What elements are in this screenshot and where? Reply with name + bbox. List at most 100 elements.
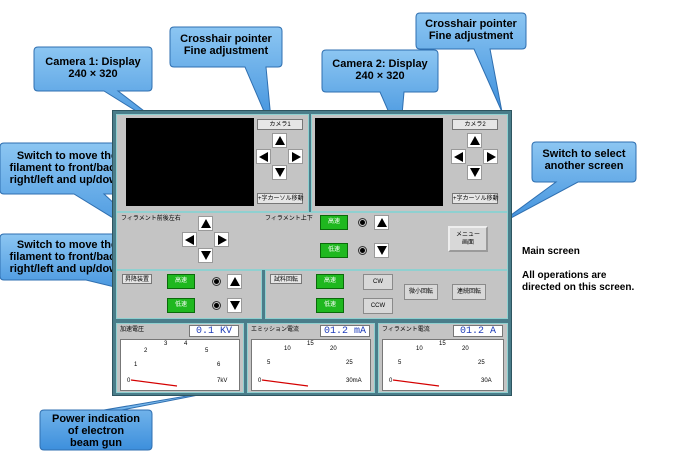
meter1-dial: 3 4 2 5 1 6 0 7kV [120, 339, 240, 391]
meter1-zero: 0 [127, 378, 131, 384]
meter3-tick: 10 [416, 346, 423, 352]
filament-slow-button[interactable]: 低速 [320, 243, 348, 258]
rotate-fast-button[interactable]: 高速 [316, 274, 344, 289]
filament-slow-indicator [358, 246, 367, 255]
callout-crosshair1-text: Crosshair pointer Fine adjustment [180, 33, 272, 57]
meter2-tick: 15 [307, 341, 314, 347]
meter2-tick: 25 [346, 360, 353, 366]
lift-fast-indicator [212, 277, 221, 286]
camera1-label: カメラ1 [257, 119, 303, 130]
rotate-cw-button[interactable]: CW [363, 274, 393, 290]
meter2-tick: 5 [267, 360, 271, 366]
micro-rotate-button[interactable]: 微小回転 [404, 284, 438, 300]
callout-power-text: Power indication of electron beam gun [51, 413, 140, 449]
meter1-tick: 6 [217, 362, 221, 368]
callout-camera2-text: Camera 2: Display 240 × 320 [332, 58, 428, 82]
camera1-display [126, 118, 254, 206]
cam1-down-button[interactable] [272, 165, 287, 180]
rotate-ccw-button[interactable]: CCW [363, 298, 393, 314]
meter-panel-3: フィラメント電流 01.2 A 15 10 20 5 25 0 30A [378, 323, 508, 393]
sample-rotation-label: 試料回転 [270, 274, 302, 284]
meter3-dial: 15 10 20 5 25 0 30A [382, 339, 504, 391]
camera2-panel: カメラ2 +字カーソル移動 [311, 114, 508, 212]
lift-slow-button[interactable]: 低速 [167, 298, 195, 313]
meter2-zero: 0 [258, 378, 262, 384]
meter2-label: エミッション電流 [251, 327, 300, 333]
cam1-left-button[interactable] [256, 149, 271, 164]
callout-power-bubble [39, 387, 235, 451]
cam2-up-button[interactable] [467, 133, 482, 148]
callout-crosshair2-text: Crosshair pointer Fine adjustment [425, 18, 517, 42]
meter3-label: フィラメント電流 [382, 327, 430, 333]
filament-fast-button[interactable]: 高速 [320, 215, 348, 230]
callout-filament2-text: Switch to move the filament to front/bac… [9, 239, 125, 275]
callout-select-screen-text: Switch to select another screen [542, 148, 626, 172]
meter2-dial: 15 10 20 5 25 0 30mA [251, 339, 371, 391]
filament-ud-label: フィラメント上下 [265, 216, 313, 222]
lift-device-panel: 昇降装置 高速 低速 [116, 270, 262, 319]
meter1-max: 7kV [217, 378, 228, 384]
meter1-value: 0.1 KV [189, 325, 239, 337]
meter2-tick: 20 [330, 346, 337, 352]
callout-camera1-text: Camera 1: Display 240 × 320 [45, 56, 141, 80]
lift-fast-dot [214, 279, 219, 284]
menu-screen-button[interactable]: メニュー 画面 [448, 226, 488, 252]
main-screen-window: カメラ1 +字カーソル移動 カメラ2 +字カーソル移動 フィラメント前後左右 フ… [112, 110, 512, 396]
filament-panel: フィラメント前後左右 フィラメント上下 高速 低速 メニュー 画面 [116, 212, 508, 270]
lift-device-label: 昇降装置 [122, 274, 152, 284]
meter3-tick: 5 [398, 360, 402, 366]
meter3-needle [392, 379, 440, 387]
lift-up-button[interactable] [227, 274, 242, 289]
cam2-right-button[interactable] [483, 149, 498, 164]
callout-crosshair1-bubble [169, 26, 283, 131]
filament-fb-lr-label: フィラメント前後左右 [121, 216, 181, 222]
filament-z-up-button[interactable] [374, 215, 389, 230]
meter2-max: 30mA [346, 378, 362, 384]
lift-slow-indicator [212, 301, 221, 310]
sample-rotation-panel: 試料回転 高速 CW 低速 CCW 微小回転 連続回転 [265, 270, 508, 319]
callout-select-screen-bubble [495, 141, 637, 227]
meter3-tick: 20 [462, 346, 469, 352]
menu-button-line2: 画面 [461, 240, 474, 246]
meter1-needle [130, 379, 178, 387]
meter3-value: 01.2 A [453, 325, 503, 337]
meter1-label: 加速電圧 [120, 327, 145, 333]
lift-down-button[interactable] [227, 298, 242, 313]
camera1-panel: カメラ1 +字カーソル移動 [116, 114, 309, 212]
meter1-tick: 4 [184, 341, 188, 347]
meter-panel-2: エミッション電流 01.2 mA 15 10 20 5 25 0 30mA [247, 323, 375, 393]
lift-slow-dot [214, 303, 219, 308]
cam1-crosshair-move-button[interactable]: +字カーソル移動 [257, 193, 304, 204]
cam2-left-button[interactable] [451, 149, 466, 164]
filament-fast-indicator [358, 218, 367, 227]
meter1-tick: 1 [134, 362, 138, 368]
lift-fast-button[interactable]: 高速 [167, 274, 195, 289]
cam2-crosshair-move-button[interactable]: +字カーソル移動 [452, 193, 499, 204]
meter3-tick: 15 [439, 341, 446, 347]
filament-fast-dot [360, 220, 365, 225]
filament-z-down-button[interactable] [374, 243, 389, 258]
callout-crosshair2-bubble [415, 12, 527, 113]
camera2-display [315, 118, 443, 206]
cam1-right-button[interactable] [288, 149, 303, 164]
camera2-label: カメラ2 [452, 119, 498, 130]
meter3-max: 30A [481, 378, 492, 384]
meter1-tick: 5 [205, 348, 209, 354]
meter1-tick: 3 [164, 341, 168, 347]
cam2-down-button[interactable] [467, 165, 482, 180]
meter1-tick: 2 [144, 348, 148, 354]
filament-left-button[interactable] [182, 232, 197, 247]
menu-button-line1: メニュー [455, 232, 480, 238]
meter3-tick: 25 [478, 360, 485, 366]
cam1-up-button[interactable] [272, 133, 287, 148]
meter2-value: 01.2 mA [320, 325, 370, 337]
filament-right-button[interactable] [214, 232, 229, 247]
continuous-rotate-button[interactable]: 連続回転 [452, 284, 486, 300]
meter2-needle [261, 379, 309, 387]
rotate-slow-button[interactable]: 低速 [316, 298, 344, 313]
main-screen-note: Main screen [522, 246, 580, 257]
filament-down-button[interactable] [198, 248, 213, 263]
filament-up-button[interactable] [198, 216, 213, 231]
filament-slow-dot [360, 248, 365, 253]
meter3-zero: 0 [389, 378, 393, 384]
